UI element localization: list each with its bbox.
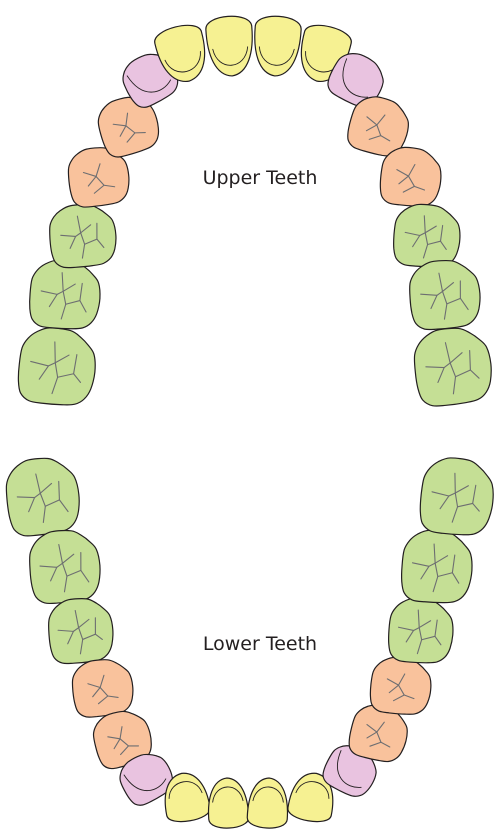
lower-molar-tooth-14 [388, 597, 454, 664]
lower-molar-tooth-16 [419, 457, 494, 536]
upper-incisor-tooth-7 [154, 24, 206, 82]
lower-premolar-tooth-4 [71, 659, 134, 718]
lower-canine-tooth-6 [119, 753, 174, 806]
upper-incisor-tooth-9 [254, 15, 302, 77]
lower-molar-tooth-15 [401, 529, 473, 604]
lower-canine-tooth-11 [322, 745, 377, 797]
lower-molar-tooth-1 [5, 457, 80, 537]
upper-molar-tooth-15 [409, 259, 481, 331]
upper-teeth-label: Upper Teeth [203, 167, 318, 189]
upper-molar-tooth-16 [413, 327, 492, 407]
lower-incisor-tooth-9 [246, 777, 289, 829]
lower-incisor-tooth-8 [207, 777, 250, 829]
upper-molar-tooth-14 [393, 203, 461, 268]
upper-molar-tooth-2 [29, 259, 101, 330]
lower-premolar-tooth-12 [348, 704, 408, 763]
lower-molar-tooth-3 [48, 598, 114, 665]
lower-arch [5, 457, 494, 829]
upper-premolar-tooth-5 [97, 96, 160, 158]
upper-premolar-tooth-13 [379, 146, 442, 207]
upper-molar-tooth-1 [17, 327, 96, 406]
upper-arch [17, 15, 492, 407]
lower-teeth-label: Lower Teeth [203, 633, 317, 655]
upper-molar-tooth-3 [49, 204, 117, 269]
lower-incisor-tooth-7 [164, 772, 211, 823]
upper-incisor-tooth-8 [205, 15, 253, 77]
lower-incisor-tooth-10 [287, 772, 334, 823]
lower-molar-tooth-2 [29, 529, 101, 605]
lower-premolar-tooth-13 [369, 656, 432, 715]
